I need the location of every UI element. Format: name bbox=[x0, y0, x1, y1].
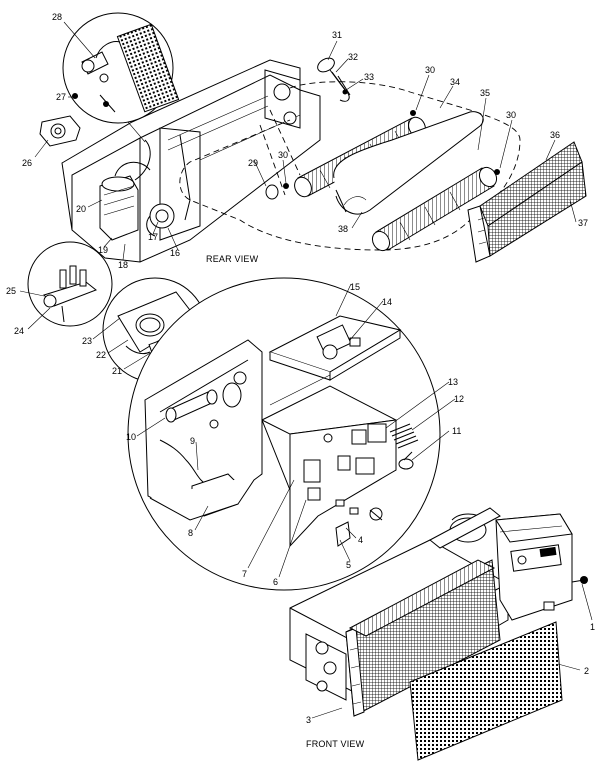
callout-36: 36 bbox=[550, 130, 560, 140]
callout-16: 16 bbox=[170, 248, 180, 258]
rear-view-label: REAR VIEW bbox=[206, 254, 259, 264]
part-26-reversing-valve bbox=[39, 115, 81, 147]
leaders-center bbox=[136, 283, 456, 578]
callout-10: 10 bbox=[126, 432, 136, 442]
callout-23: 23 bbox=[82, 336, 92, 346]
callout-15: 15 bbox=[350, 282, 360, 292]
callout-37: 37 bbox=[578, 218, 588, 228]
callout-31: 31 bbox=[332, 30, 342, 40]
callout-7: 7 bbox=[242, 569, 247, 579]
front-unit bbox=[289, 507, 588, 761]
callout-33: 33 bbox=[364, 72, 374, 82]
callout-21: 21 bbox=[112, 366, 122, 376]
callout-28: 28 bbox=[52, 12, 62, 22]
callout-13: 13 bbox=[448, 377, 458, 387]
motor-mount bbox=[146, 203, 175, 237]
callout-19: 19 bbox=[98, 245, 108, 255]
front-view-label: FRONT VIEW bbox=[306, 739, 365, 749]
parts-31-33 bbox=[317, 57, 351, 102]
callout-30-c: 30 bbox=[506, 110, 516, 120]
callout-11: 11 bbox=[452, 426, 461, 436]
callout-24: 24 bbox=[14, 326, 24, 336]
callout-4: 4 bbox=[358, 535, 363, 545]
callout-38: 38 bbox=[338, 224, 348, 234]
callout-1: 1 bbox=[590, 622, 595, 632]
callout-17: 17 bbox=[148, 232, 158, 242]
callout-8: 8 bbox=[188, 528, 193, 538]
washers bbox=[265, 110, 500, 200]
callout-25: 25 bbox=[6, 286, 16, 296]
callout-3: 3 bbox=[306, 715, 311, 725]
callout-29: 29 bbox=[248, 158, 258, 168]
inset-control-section bbox=[127, 277, 441, 591]
leaders-rear bbox=[34, 21, 577, 261]
leaders-front bbox=[311, 583, 593, 719]
callout-35: 35 bbox=[480, 88, 490, 98]
inset-valve-24-25 bbox=[27, 241, 113, 327]
callout-5: 5 bbox=[346, 560, 351, 570]
blower-wheel-lower bbox=[371, 166, 498, 252]
condenser-coil-rear bbox=[467, 141, 587, 263]
blower-scroll bbox=[333, 111, 484, 215]
callout-26: 26 bbox=[22, 158, 32, 168]
callout-22: 22 bbox=[96, 350, 106, 360]
callout-14: 14 bbox=[382, 297, 392, 307]
callout-34: 34 bbox=[450, 77, 460, 87]
callout-30-a: 30 bbox=[278, 150, 288, 160]
callout-27: 27 bbox=[56, 92, 66, 102]
callout-20: 20 bbox=[76, 204, 86, 214]
compressor bbox=[99, 139, 151, 241]
callout-labels: 28 27 26 20 19 18 17 16 29 30 31 32 33 3… bbox=[6, 12, 595, 749]
inset-upper-left bbox=[62, 12, 180, 143]
callout-2: 2 bbox=[584, 666, 589, 676]
callout-32: 32 bbox=[348, 52, 358, 62]
callout-18: 18 bbox=[118, 260, 128, 270]
leaders-left bbox=[19, 290, 153, 370]
callout-30-b: 30 bbox=[425, 65, 435, 75]
callout-6: 6 bbox=[273, 577, 278, 587]
callout-9: 9 bbox=[190, 436, 195, 446]
callout-12: 12 bbox=[454, 394, 464, 404]
